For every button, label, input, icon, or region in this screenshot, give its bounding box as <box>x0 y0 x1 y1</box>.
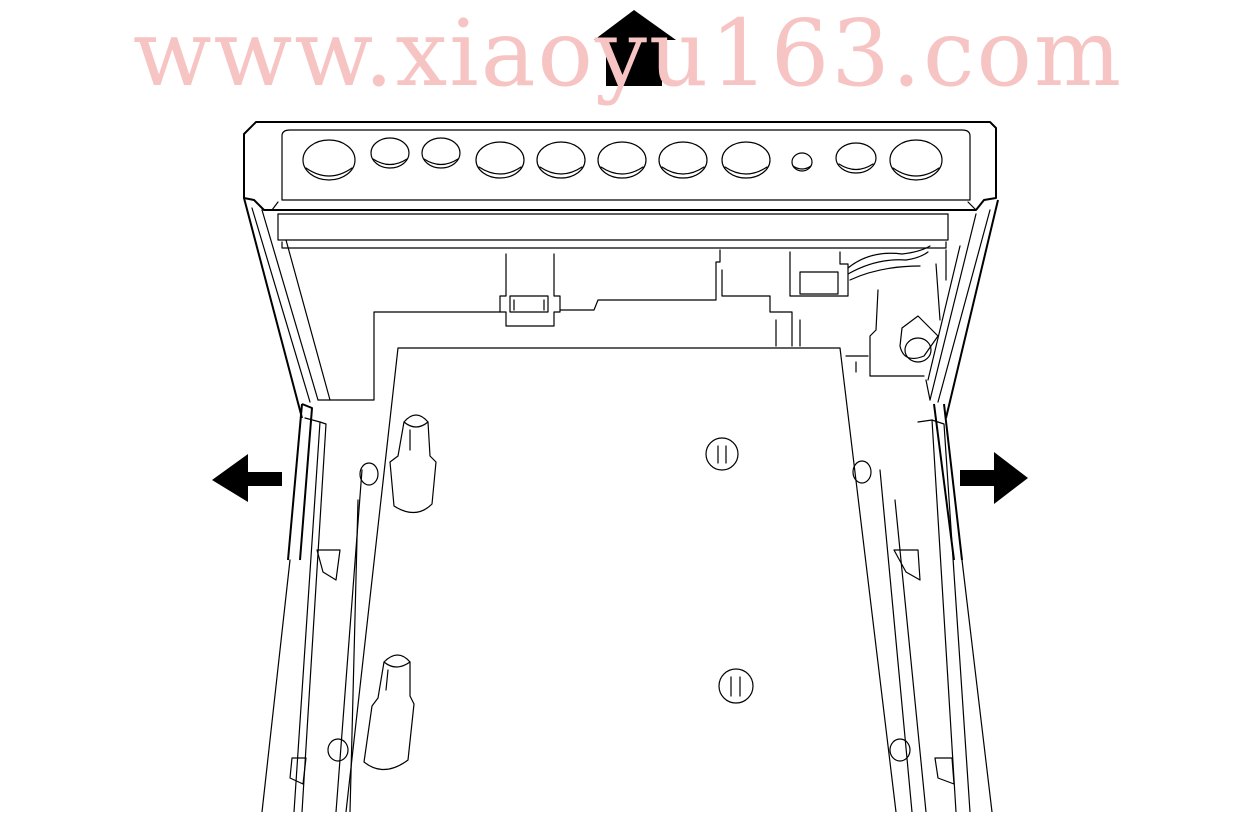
panel-button-10 <box>889 139 943 181</box>
arrow-up-icon <box>594 10 676 86</box>
plate-screw-top <box>705 437 739 471</box>
internal-mechanism <box>499 245 947 377</box>
cabinet-body <box>243 197 999 561</box>
plate-screw-bottom <box>718 668 754 704</box>
arrow-left-icon <box>212 454 282 502</box>
arrow-right-icon <box>960 452 1028 504</box>
panel-button-4 <box>475 141 525 179</box>
plate-pin-upper <box>389 414 437 514</box>
panel-button-3 <box>421 137 461 169</box>
panel-button-1 <box>302 139 356 181</box>
right-side-rail <box>852 419 993 813</box>
front-control-panel <box>243 121 997 249</box>
panel-knob <box>791 152 813 172</box>
chassis-plate <box>345 347 897 813</box>
plate-pin-lower <box>363 654 415 771</box>
panel-button-8 <box>721 141 771 179</box>
panel-button-7 <box>658 141 708 179</box>
panel-button-9 <box>835 142 877 174</box>
panel-button-5 <box>536 141 586 179</box>
panel-button-2 <box>370 137 410 169</box>
panel-button-6 <box>597 141 647 179</box>
